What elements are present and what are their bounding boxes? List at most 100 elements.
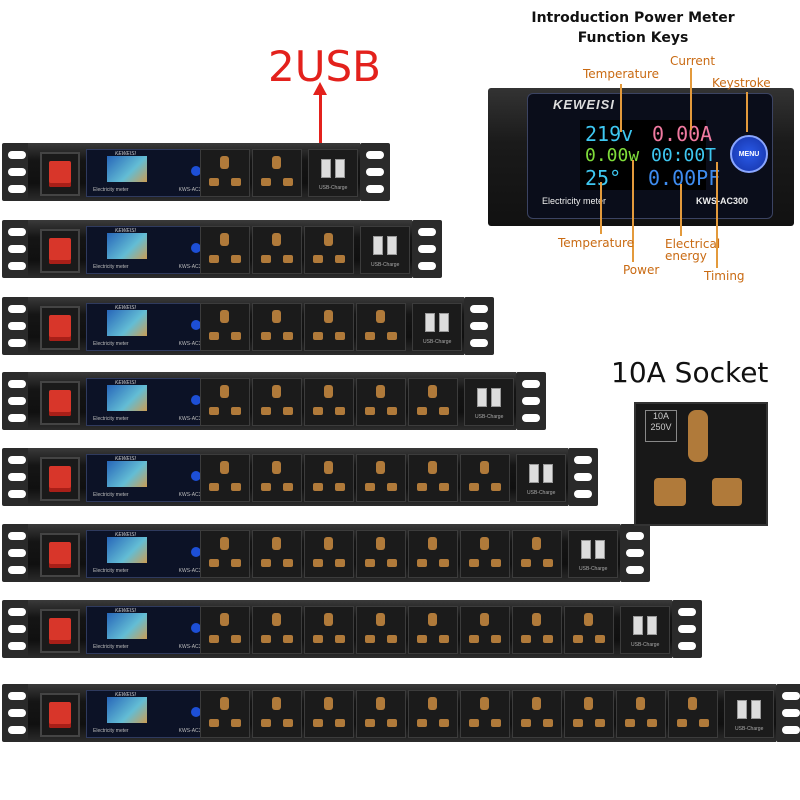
- usb-port[interactable]: [529, 464, 539, 483]
- universal-socket[interactable]: [200, 690, 250, 738]
- usb-port[interactable]: [751, 700, 761, 719]
- universal-socket[interactable]: [252, 149, 302, 197]
- power-switch[interactable]: [40, 381, 80, 425]
- universal-socket[interactable]: [200, 606, 250, 654]
- universal-socket[interactable]: [616, 690, 666, 738]
- socket-pin: [469, 635, 479, 643]
- usb-port[interactable]: [633, 616, 643, 635]
- meter-menu-button[interactable]: [191, 547, 201, 557]
- universal-socket[interactable]: [408, 530, 458, 578]
- socket-pin: [324, 385, 333, 398]
- meter-caption: Electricity meter: [93, 416, 129, 422]
- rack-mount-ear: [516, 372, 546, 430]
- universal-socket[interactable]: [304, 606, 354, 654]
- socket-pin: [324, 461, 333, 474]
- socket-pin: [231, 178, 241, 186]
- meter-menu-button[interactable]: [191, 166, 201, 176]
- usb-port[interactable]: [737, 700, 747, 719]
- meter-brand: KEWEISI: [115, 456, 136, 462]
- meter-menu-button[interactable]: [191, 320, 201, 330]
- power-switch[interactable]: [40, 152, 80, 196]
- universal-socket[interactable]: [460, 690, 510, 738]
- universal-socket[interactable]: [252, 690, 302, 738]
- usb-port[interactable]: [491, 388, 501, 407]
- universal-socket[interactable]: [356, 690, 406, 738]
- universal-socket[interactable]: [460, 454, 510, 502]
- meter-model: KWS-AC300: [178, 568, 207, 574]
- universal-socket[interactable]: [252, 530, 302, 578]
- socket-pin: [272, 233, 281, 246]
- universal-socket[interactable]: [200, 303, 250, 351]
- universal-socket[interactable]: [200, 454, 250, 502]
- universal-socket[interactable]: [460, 530, 510, 578]
- power-switch[interactable]: [40, 609, 80, 653]
- usb-port[interactable]: [439, 313, 449, 332]
- universal-socket[interactable]: [200, 226, 250, 274]
- usb-port[interactable]: [477, 388, 487, 407]
- usb-port[interactable]: [425, 313, 435, 332]
- meter-menu-button[interactable]: [191, 623, 201, 633]
- meter-menu-button[interactable]: [191, 243, 201, 253]
- power-switch[interactable]: [40, 533, 80, 577]
- meter-menu-button[interactable]: MENU: [730, 135, 768, 173]
- universal-socket[interactable]: [512, 690, 562, 738]
- universal-socket[interactable]: [356, 378, 406, 426]
- usb-port[interactable]: [595, 540, 605, 559]
- universal-socket[interactable]: [304, 226, 354, 274]
- universal-socket[interactable]: [356, 454, 406, 502]
- power-switch[interactable]: [40, 306, 80, 350]
- universal-socket[interactable]: [356, 606, 406, 654]
- universal-socket[interactable]: [200, 378, 250, 426]
- power-switch[interactable]: [40, 693, 80, 737]
- usb-port[interactable]: [321, 159, 331, 178]
- usb-charge-label: USB-Charge: [319, 185, 348, 191]
- usb-port[interactable]: [373, 236, 383, 255]
- universal-socket[interactable]: [408, 606, 458, 654]
- universal-socket[interactable]: [564, 690, 614, 738]
- universal-socket[interactable]: [668, 690, 718, 738]
- universal-socket[interactable]: [564, 606, 614, 654]
- universal-socket[interactable]: [460, 606, 510, 654]
- universal-socket[interactable]: [512, 606, 562, 654]
- power-switch-rocker: [49, 702, 71, 728]
- meter-brand: KEWEISI: [115, 692, 136, 698]
- universal-socket[interactable]: [356, 530, 406, 578]
- universal-socket[interactable]: [200, 530, 250, 578]
- universal-socket[interactable]: [512, 530, 562, 578]
- leader-temperature-top: [620, 84, 622, 132]
- usb-port[interactable]: [581, 540, 591, 559]
- universal-socket[interactable]: [252, 303, 302, 351]
- meter-brand: KEWEISI: [115, 608, 136, 614]
- universal-socket[interactable]: [200, 149, 250, 197]
- meter-menu-button[interactable]: [191, 395, 201, 405]
- mount-hole: [8, 380, 26, 388]
- usb-port[interactable]: [543, 464, 553, 483]
- socket-pin: [209, 332, 219, 340]
- universal-socket[interactable]: [356, 303, 406, 351]
- meter-menu-button[interactable]: [191, 471, 201, 481]
- universal-socket[interactable]: [304, 530, 354, 578]
- usb-port[interactable]: [335, 159, 345, 178]
- universal-socket[interactable]: [304, 454, 354, 502]
- power-switch[interactable]: [40, 457, 80, 501]
- meter-menu-button[interactable]: [191, 707, 201, 717]
- universal-socket[interactable]: [304, 378, 354, 426]
- leader-timing: [716, 162, 718, 268]
- usb-port[interactable]: [387, 236, 397, 255]
- universal-socket[interactable]: [252, 454, 302, 502]
- power-switch[interactable]: [40, 229, 80, 273]
- usb-port[interactable]: [647, 616, 657, 635]
- universal-socket[interactable]: [304, 303, 354, 351]
- universal-socket[interactable]: [252, 378, 302, 426]
- universal-socket[interactable]: [408, 454, 458, 502]
- universal-socket[interactable]: [252, 226, 302, 274]
- universal-socket[interactable]: [252, 606, 302, 654]
- socket-pin: [573, 719, 583, 727]
- meter-brand: KEWEISI: [115, 151, 136, 157]
- universal-socket[interactable]: [304, 690, 354, 738]
- usb-charge-label: USB-Charge: [735, 726, 764, 732]
- universal-socket[interactable]: [408, 378, 458, 426]
- universal-socket[interactable]: [408, 690, 458, 738]
